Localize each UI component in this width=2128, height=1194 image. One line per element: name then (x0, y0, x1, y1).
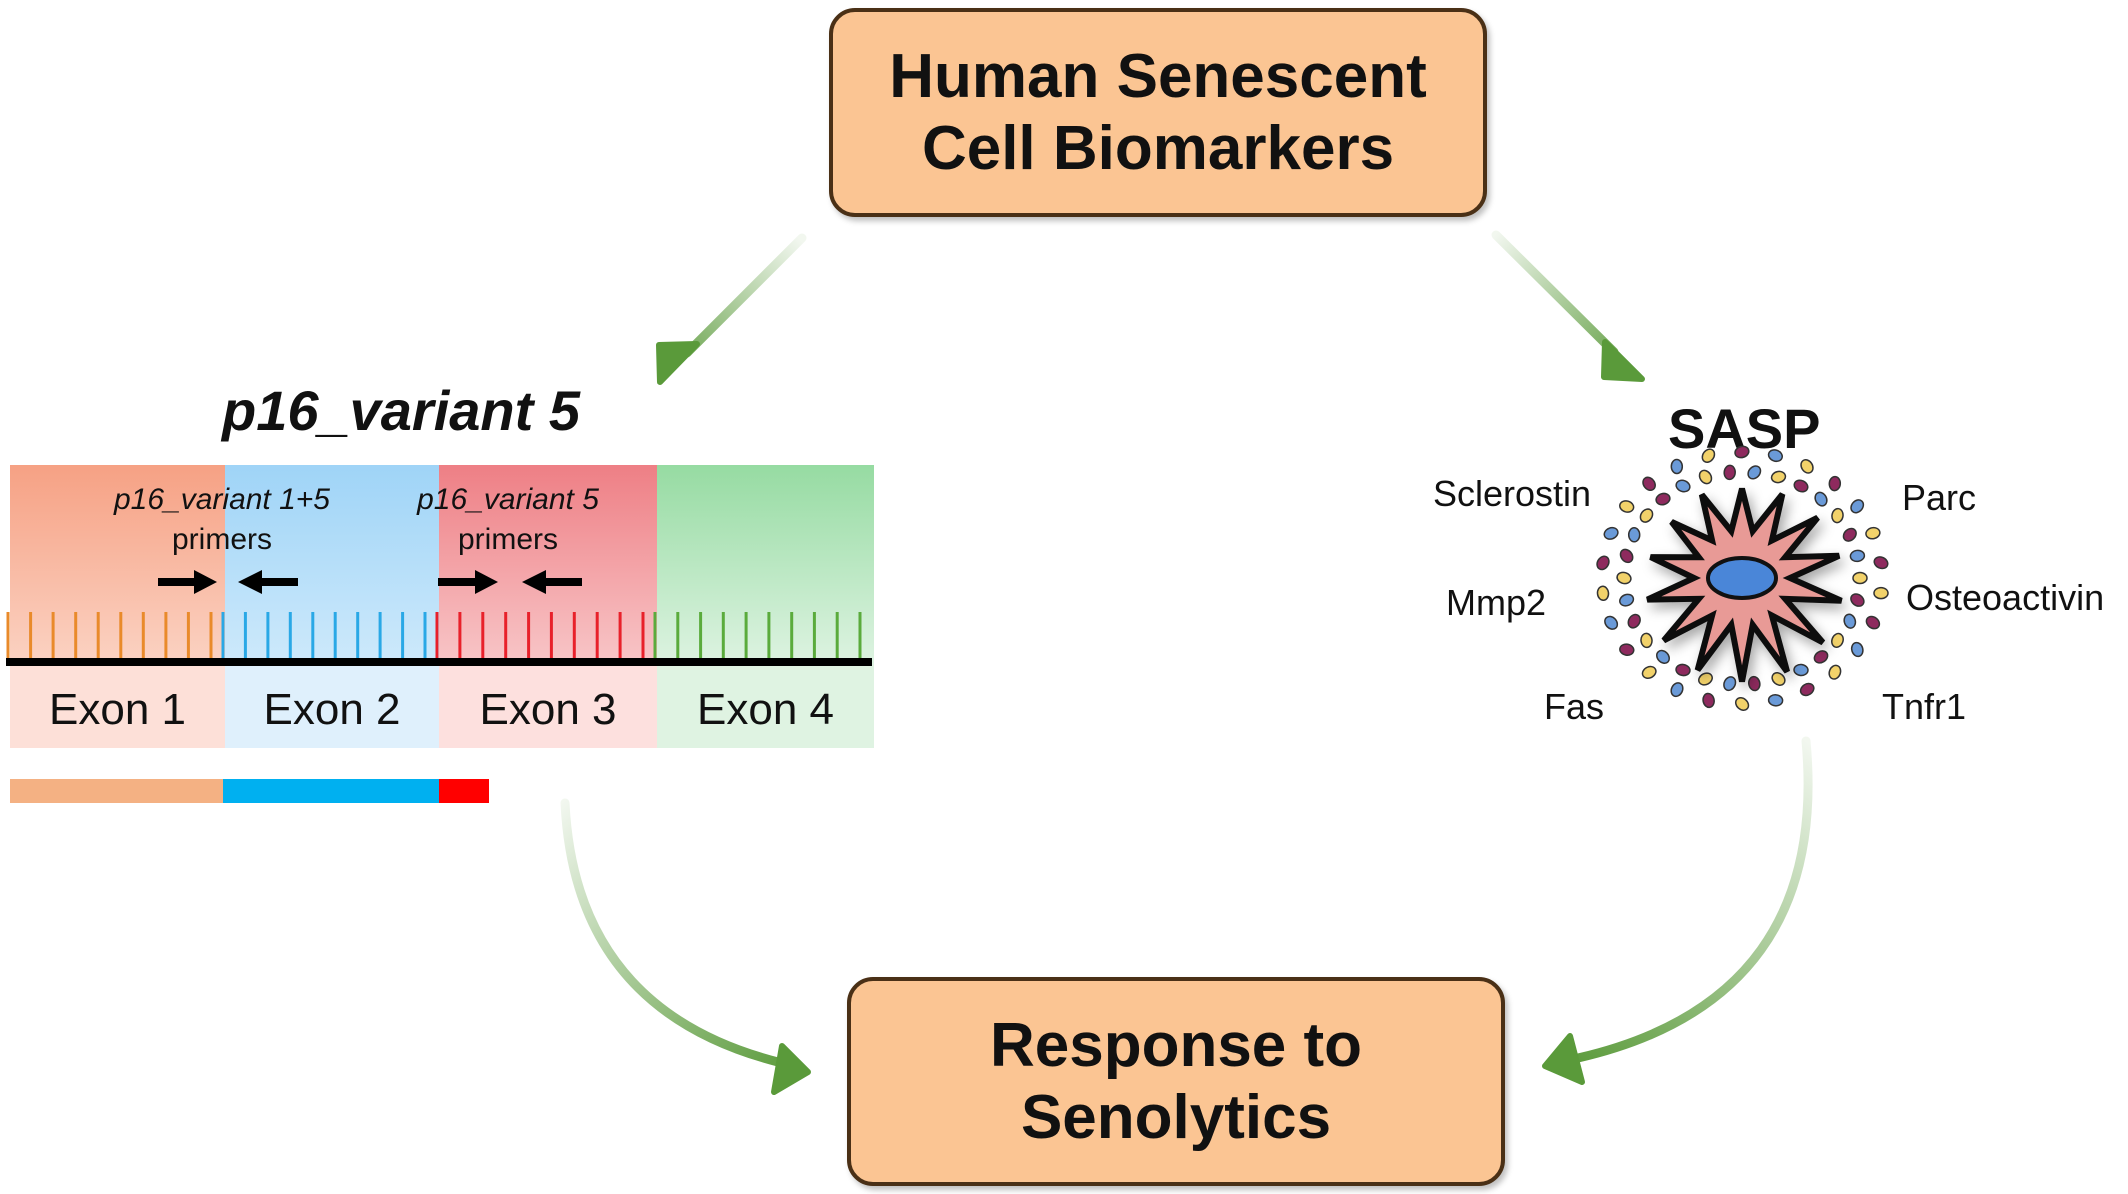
sasp-granule (1873, 556, 1889, 570)
arrow-top-right (1491, 230, 1645, 382)
arrow-top-left (656, 233, 807, 385)
sasp-granule (1852, 571, 1868, 585)
sasp-granule (1850, 593, 1865, 607)
sasp-granule (1734, 445, 1750, 459)
primer-label-variant-5: p16_variant 5 primers (378, 480, 638, 560)
sasp-granule (1747, 675, 1761, 692)
arrow-bottom-left (560, 798, 811, 1095)
sasp-granule (1655, 492, 1671, 506)
sasp-granule (1828, 475, 1842, 492)
primer-1-name: p16_variant 1+5 (113, 483, 330, 516)
sasp-granule (1849, 549, 1866, 563)
human-senescent-biomarkers-box: Human Senescent Cell Biomarkers (829, 8, 1487, 217)
sasp-granule (1596, 585, 1610, 602)
primer-2-name: p16_variant 5 (417, 483, 599, 516)
sasp-granule (1831, 632, 1844, 648)
sasp-granule (1723, 676, 1737, 692)
sasp-label-fas: Fas (1544, 686, 1605, 727)
sasp-granule (1813, 650, 1829, 664)
sasp-label-mmp2: Mmp2 (1446, 582, 1547, 623)
sasp-granule (1800, 459, 1814, 474)
sasp-granule (1770, 470, 1787, 484)
sasp-granule (1670, 458, 1684, 475)
sasp-granule (1701, 448, 1716, 463)
primer-label-variant-1-5: p16_variant 1+5 primers (72, 480, 372, 560)
transcript-segment-exon-3 (439, 779, 489, 803)
sasp-granule (1627, 613, 1641, 629)
top-box-line2: Cell Biomarkers (921, 113, 1395, 183)
sasp-granule (1843, 613, 1857, 629)
sasp-label-tnfr1: Tnfr1 (1882, 686, 1967, 727)
sasp-granule (1675, 479, 1691, 493)
exon-2-label: Exon 2 (263, 685, 401, 734)
exon-1-label: Exon 1 (49, 685, 186, 734)
sasp-granule (1767, 694, 1784, 707)
sasp-granule (1596, 555, 1610, 571)
sasp-granule (1619, 500, 1635, 513)
sasp-granule (1771, 672, 1786, 686)
sasp-granule (1865, 615, 1881, 630)
sasp-granule (1793, 479, 1809, 493)
sasp-granule (1734, 697, 1750, 711)
sasp-granule (1747, 465, 1762, 480)
primer-1-suffix: primers (171, 523, 272, 556)
sasp-granules (1596, 445, 1889, 711)
forward-primer-arrow-1 (158, 570, 217, 594)
arrow-bottom-right (1542, 736, 1813, 1085)
sasp-granule (1767, 449, 1783, 463)
sasp-granule (1814, 491, 1828, 507)
sasp-granule (1656, 649, 1670, 664)
exon-ticks (6, 612, 862, 658)
forward-primer-arrow-2 (438, 570, 498, 594)
sasp-granule (1698, 672, 1713, 686)
sasp-label-osteoactivin: Osteoactivin (1906, 577, 2105, 618)
exon-4-label: Exon 4 (697, 685, 834, 734)
sasp-granule (1828, 664, 1842, 680)
sasp-granule (1604, 615, 1619, 630)
top-box-line1: Human Senescent (889, 41, 1427, 111)
sasp-granule (1616, 571, 1632, 585)
reverse-primer-arrow-2 (522, 570, 582, 594)
sasp-label-sclerostin: Sclerostin (1433, 473, 1592, 514)
bottom-box-line2: Senolytics (1020, 1082, 1332, 1152)
sasp-granule (1831, 507, 1844, 524)
transcript-segment-exon-1 (10, 779, 223, 803)
sasp-granule (1627, 527, 1641, 543)
bottom-box-line1: Response to (989, 1010, 1363, 1080)
sasp-granule (1670, 682, 1684, 698)
sasp-granule (1698, 469, 1713, 485)
sasp-granule (1619, 548, 1634, 564)
sasp-granule (1641, 665, 1657, 679)
sasp-granule (1640, 632, 1653, 649)
sasp-granule (1850, 641, 1864, 658)
sasp-label-parc: Parc (1902, 477, 1977, 518)
gene-baseline (6, 658, 872, 666)
sasp-granule (1619, 593, 1635, 607)
cell-nucleus (1706, 556, 1778, 600)
sasp-granule (1873, 586, 1889, 600)
sasp-granule (1723, 464, 1736, 481)
reverse-primer-arrow-1 (238, 570, 298, 594)
primer-2-suffix: primers (457, 523, 558, 556)
sasp-granule (1642, 476, 1656, 492)
sasp-granule (1702, 692, 1715, 709)
p16-variant-title: p16_variant 5 (222, 379, 580, 442)
sasp-granule (1603, 526, 1619, 540)
sasp-granule (1842, 527, 1857, 542)
sasp-granule (1865, 526, 1881, 540)
sasp-granule (1799, 682, 1815, 697)
sasp-granule (1675, 663, 1691, 677)
response-to-senolytics-box: Response to Senolytics (847, 977, 1505, 1186)
transcript-segment-exon-2 (223, 779, 439, 803)
sasp-granule (1793, 663, 1809, 677)
exon-4: Exon 4 (657, 465, 874, 748)
sasp-granule (1639, 508, 1654, 523)
sasp-granule (1850, 499, 1865, 514)
sasp-granule (1619, 643, 1635, 657)
exon-3-label: Exon 3 (479, 685, 617, 734)
